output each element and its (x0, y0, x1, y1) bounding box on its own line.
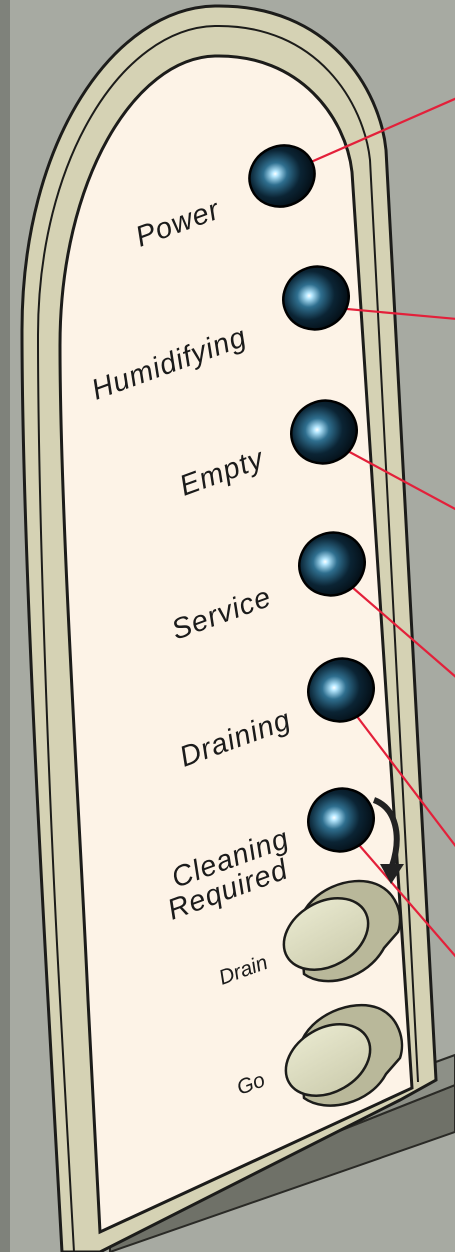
indicator-light-icon (298, 531, 366, 597)
indicator-light-icon (307, 787, 375, 853)
indicator-light-icon (282, 265, 350, 331)
indicator-light-icon (248, 144, 316, 208)
go-button[interactable] (273, 1003, 404, 1110)
callout-line-draining (339, 693, 455, 848)
panel-bezel-rim (36, 24, 419, 1252)
indicator-light-icon (290, 399, 358, 465)
indicator-lights (248, 144, 375, 853)
drain-button-face (282, 897, 370, 971)
curved-arrow-icon (372, 797, 404, 884)
indicator-light-icon (307, 657, 375, 723)
enclosure-edge (0, 0, 10, 1252)
go-button-face (284, 1023, 372, 1097)
drain-button[interactable] (271, 879, 402, 984)
